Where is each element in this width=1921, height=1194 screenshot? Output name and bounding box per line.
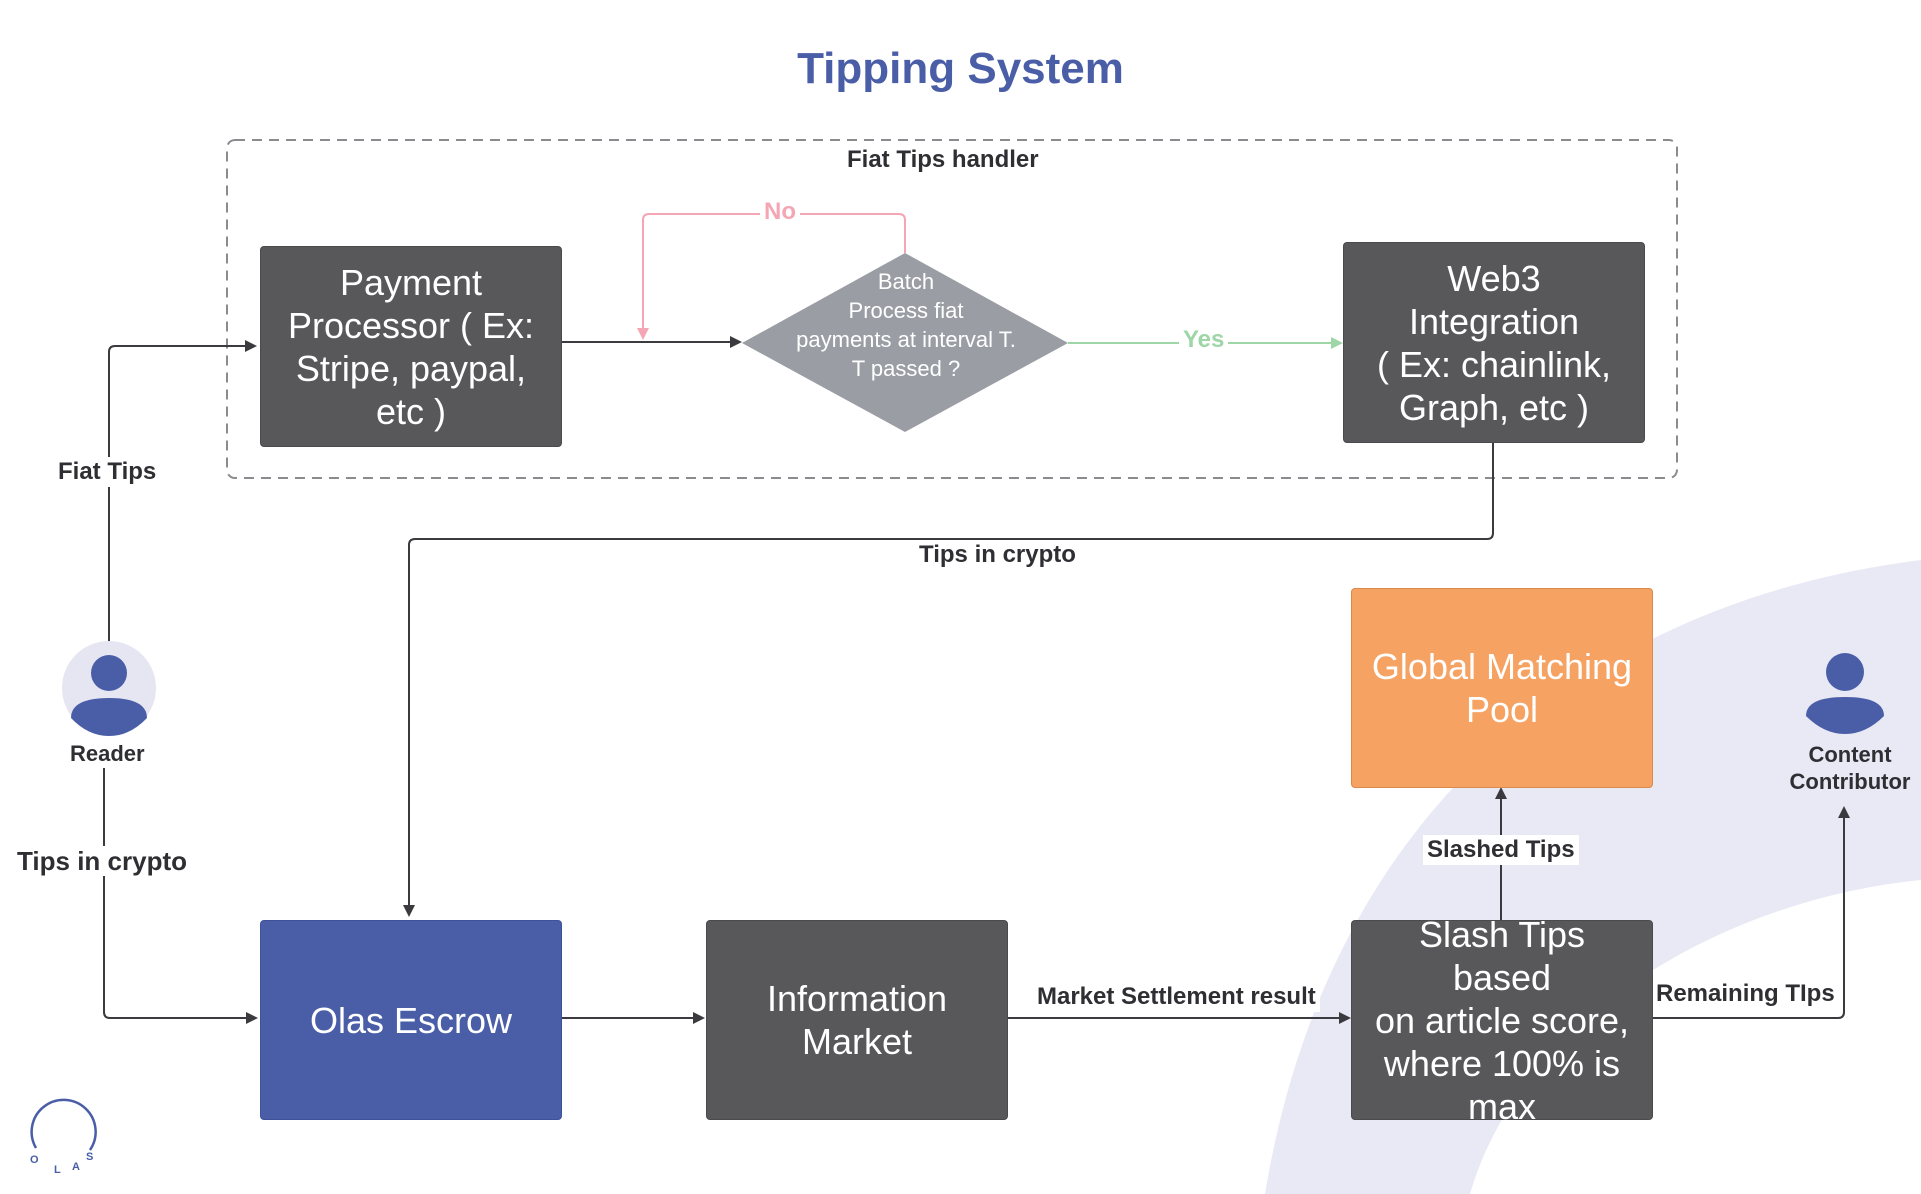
edge-label-tips-in-crypto-web3: Tips in crypto — [919, 541, 1076, 568]
edge-reader-crypto-to-escrow — [103, 768, 258, 1024]
svg-text:L: L — [54, 1164, 61, 1176]
svg-text:A: A — [72, 1161, 80, 1173]
reader-label: Reader — [70, 741, 145, 766]
edge-label-market-settlement: Market Settlement result — [1033, 982, 1320, 1012]
content-contributor-label: Content Contributor — [1789, 742, 1911, 794]
edge-web3-to-escrow — [403, 443, 1494, 917]
edge-label-tips-in-crypto-reader: Tips in crypto — [13, 846, 191, 876]
batch-decision-label: Batch Process fiat payments at interval … — [796, 269, 1016, 381]
diagram-title: Tipping System — [797, 44, 1124, 93]
information-market-node[interactable]: Information Market — [706, 920, 1008, 1120]
reader-person-icon[interactable] — [71, 655, 147, 736]
web3-integration-node[interactable]: Web3 Integration ( Ex: chainlink, Graph,… — [1343, 242, 1645, 443]
edge-label-yes: Yes — [1179, 325, 1229, 355]
global-matching-pool-node[interactable]: Global Matching Pool — [1351, 588, 1653, 788]
batch-decision-diamond[interactable] — [742, 253, 1068, 432]
edge-label-slashed-tips: Slashed Tips — [1423, 835, 1579, 865]
content-contributor-person-icon[interactable] — [1806, 653, 1884, 734]
fiat-tips-handler-label: Fiat Tips handler — [843, 145, 1043, 175]
payment-processor-node[interactable]: Payment Processor ( Ex: Stripe, paypal, … — [260, 246, 562, 447]
svg-text:S: S — [86, 1151, 93, 1163]
edge-label-remaining-tips: Remaining TIps — [1656, 980, 1835, 1007]
edge-slash-to-contributor — [1652, 806, 1850, 1019]
svg-text:O: O — [30, 1154, 41, 1166]
edge-label-no: No — [760, 197, 800, 227]
edge-label-fiat-tips: Fiat Tips — [54, 457, 161, 487]
edge-reader-to-payment — [108, 340, 257, 642]
olas-escrow-node[interactable]: Olas Escrow — [260, 920, 562, 1120]
fiat-tips-handler-boundary — [226, 139, 1678, 479]
slash-tips-node[interactable]: Slash Tips based on article score, where… — [1351, 914, 1653, 1127]
olas-logo: O L A S — [30, 1098, 97, 1176]
